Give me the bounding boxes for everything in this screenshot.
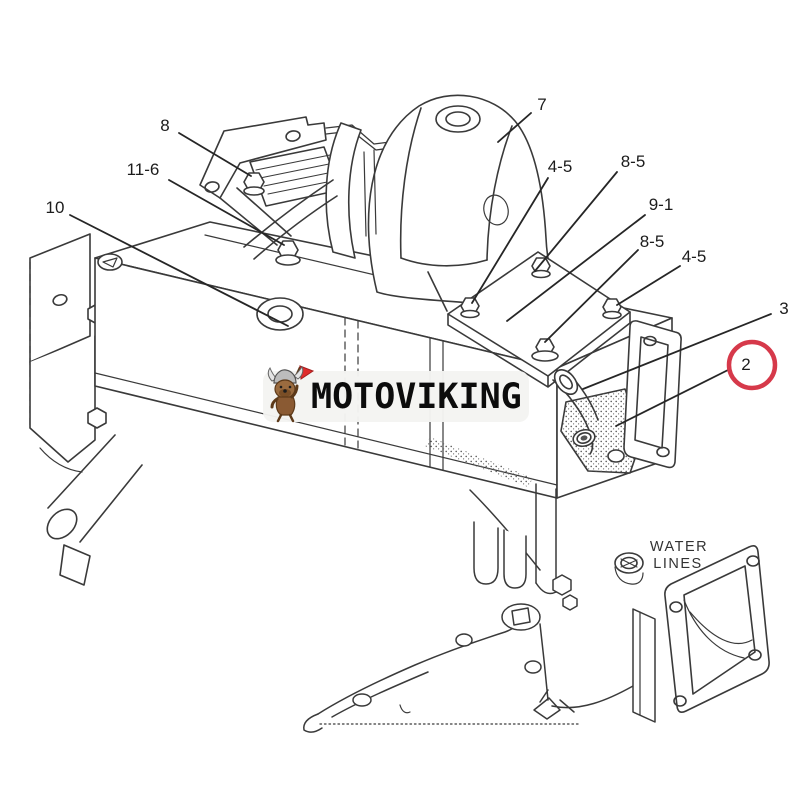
hex-plug-icon (97, 253, 123, 271)
watermark-brand-text: MOTOVIKING (311, 376, 522, 417)
callout-label-4-5b: 4-5 (682, 247, 707, 266)
callout-leader-lines (69, 112, 772, 427)
elbow-part-7 (243, 94, 558, 312)
water-lines-label-line2: LINES (653, 556, 702, 572)
callout-label-4-5a: 4-5 (548, 157, 573, 176)
mounting-bracket (199, 116, 425, 266)
outlet-group (552, 320, 682, 474)
callout-label-2: 2 (741, 355, 750, 374)
callout-label-8-5b: 8-5 (640, 232, 665, 251)
callout-label-9-1: 9-1 (649, 195, 674, 214)
callout-labels: 7 8 11-6 10 4-5 8-5 9-1 8-5 4-5 3 2 (46, 95, 789, 374)
water-plug-icon (614, 552, 644, 585)
callout-label-10: 10 (46, 198, 65, 217)
callout-label-8: 8 (160, 116, 169, 135)
bolt-8-icon (243, 172, 265, 196)
callout-label-8-5a: 8-5 (621, 152, 646, 171)
water-lines-flange (614, 545, 770, 713)
water-lines-manifold (303, 603, 656, 733)
left-pump-assembly (29, 233, 143, 586)
callout-label-11-6: 11-6 (127, 160, 160, 179)
under-housing-pipes (469, 483, 578, 611)
round-port-icon (256, 297, 304, 331)
watermark-panel: MOTOVIKING (263, 365, 529, 423)
callout-label-7: 7 (537, 95, 546, 114)
callout-label-3: 3 (779, 299, 788, 318)
highlight-circle-2 (726, 339, 778, 391)
water-lines-label-line1: WATER (650, 539, 708, 555)
viking-mascot-icon (267, 365, 315, 423)
bolt-11-6-icon (275, 240, 301, 266)
